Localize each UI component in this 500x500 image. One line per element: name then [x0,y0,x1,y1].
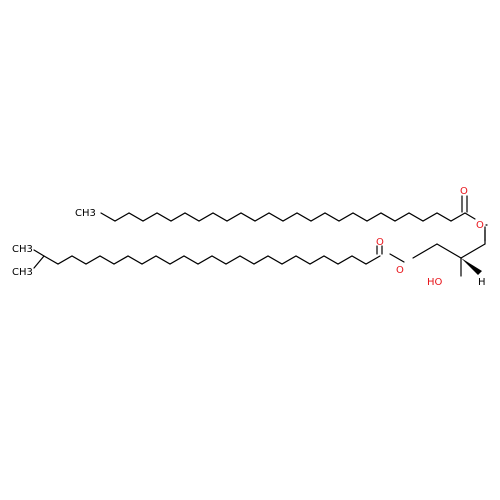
stereo-wedge [461,258,482,275]
oxygen-carbonyl-top: O [460,186,468,197]
top-acyl-chain [100,212,466,222]
bottom-acyl-chain [33,249,381,269]
oxygen-ester-bottom: O [396,265,404,276]
hydroxyl-label: HO [427,277,443,288]
oxygen-ester-top: O [476,220,484,231]
glycerol-backbone [412,229,486,277]
oxygen-carbonyl-bottom: O [376,237,384,248]
stereo-h-label: H [478,277,486,288]
methyl-label-iso-top: CH3 [12,244,33,255]
bottom-ester-link [389,253,405,263]
top-carbonyl [461,195,468,213]
methyl-label-iso-bottom: CH3 [12,267,33,278]
methyl-label-top: CH3 [75,208,96,219]
bottom-carbonyl [376,245,383,255]
